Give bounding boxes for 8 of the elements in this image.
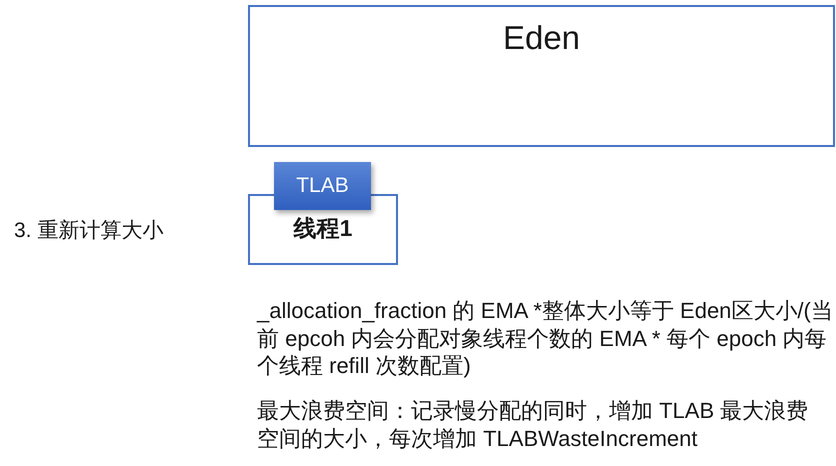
- thread-label: 线程1: [294, 215, 352, 242]
- formula-note: _allocation_fraction 的 EMA *整体大小等于 Eden区大小/(当前 epcoh 内会分配对象线程个数的 EMA * 每个 epoch 内每个线程 refill 次数配置): [257, 297, 834, 380]
- step-heading: 3. 重新计算大小: [14, 218, 164, 244]
- waste-note: 最大浪费空间：记录慢分配的同时，增加 TLAB 最大浪费空间的大小，每次增加 TLABWasteIncrement: [257, 397, 810, 452]
- buffer-tab: [274, 162, 371, 210]
- tab-label: TLAB: [296, 174, 349, 198]
- region-label: Eden: [502, 19, 580, 57]
- heap-region-box: [248, 5, 835, 147]
